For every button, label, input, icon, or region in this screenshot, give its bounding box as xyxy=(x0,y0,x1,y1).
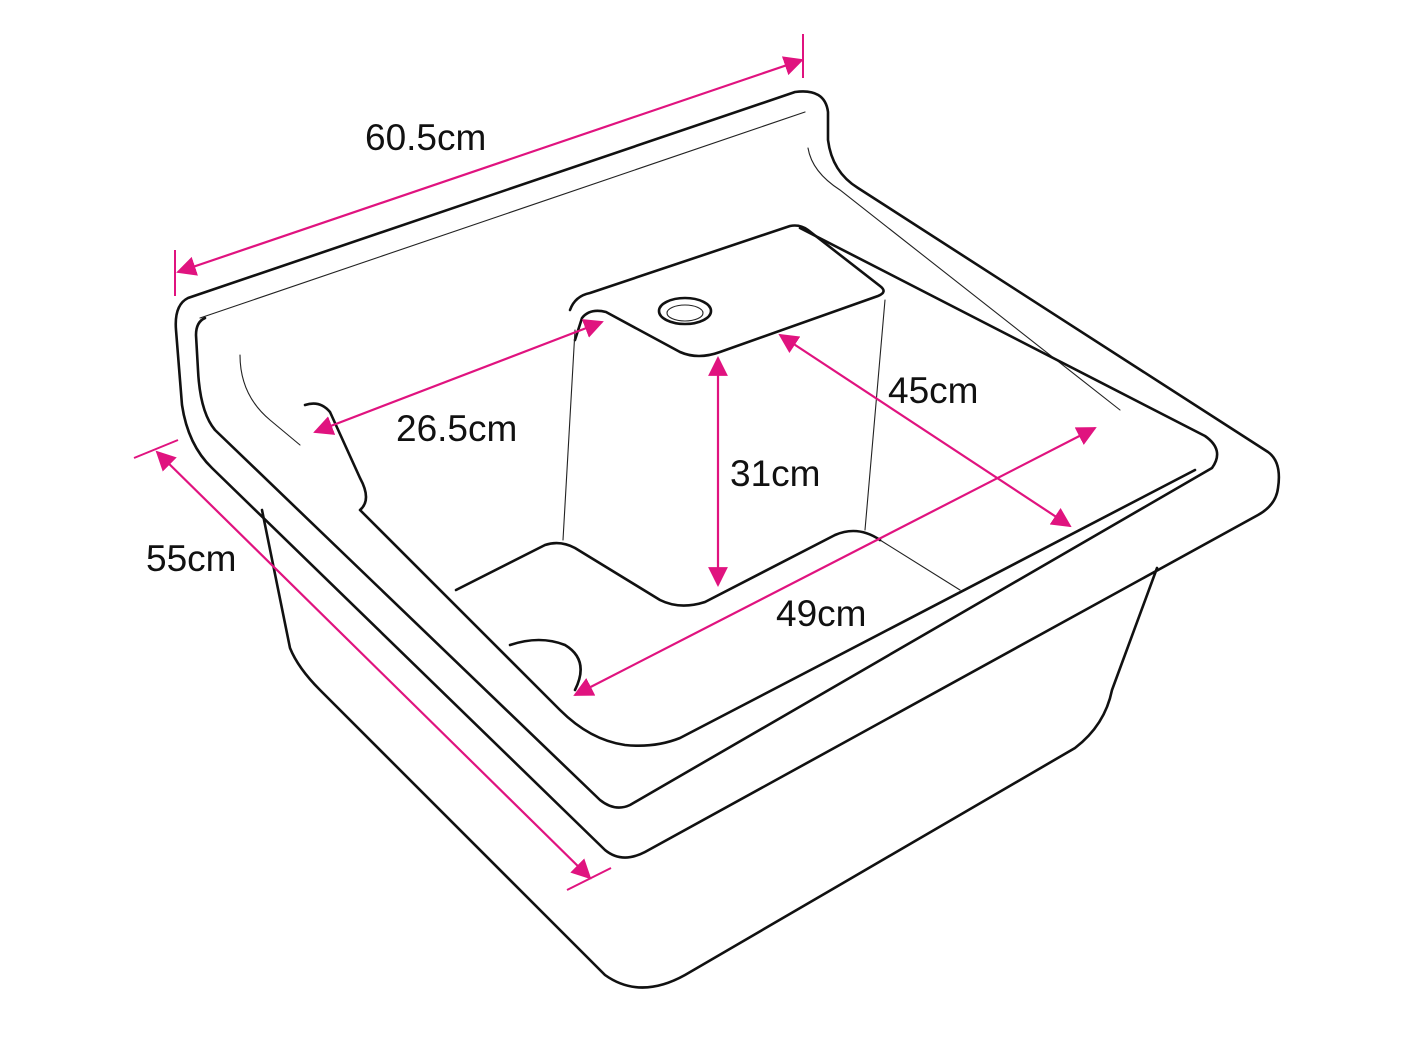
dim-line-60-5 xyxy=(176,56,804,276)
label-inner-height: 31cm xyxy=(730,453,821,494)
dim-line-49 xyxy=(573,427,1097,696)
divider-block xyxy=(568,224,885,358)
divider-block-edges xyxy=(455,299,961,607)
dim-tick xyxy=(133,439,179,459)
tap-hole-inner xyxy=(666,304,704,322)
label-inner-depth: 45cm xyxy=(888,370,979,411)
sink-body xyxy=(260,508,1159,989)
dim-line-45 xyxy=(778,333,1072,528)
tap-hole xyxy=(657,296,713,326)
dim-line-55 xyxy=(155,450,592,880)
sink-rim-outer xyxy=(174,90,1281,859)
dim-line-26-5 xyxy=(313,319,604,435)
dim-tick xyxy=(566,867,612,891)
label-overall-depth: 55cm xyxy=(146,538,237,579)
label-inner-left-width: 26.5cm xyxy=(396,408,518,449)
drain-hole xyxy=(508,638,582,692)
label-inner-length: 49cm xyxy=(776,593,867,634)
sink-rim-inner-line xyxy=(199,111,1121,446)
label-overall-width: 60.5cm xyxy=(365,117,487,158)
